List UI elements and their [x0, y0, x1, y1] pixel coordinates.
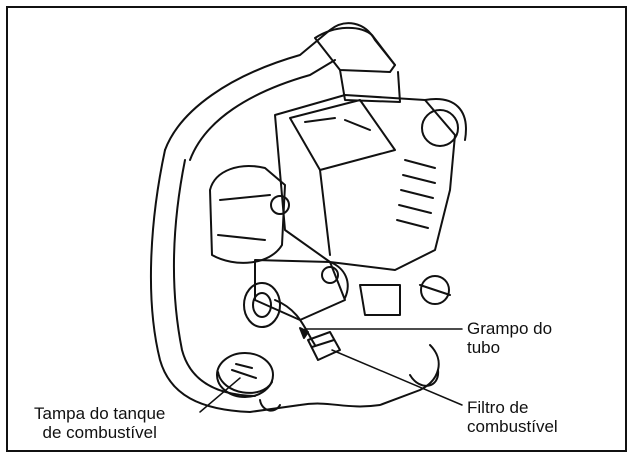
figure-frame: [6, 6, 627, 452]
label-tampa-line1: Tampa do tanque: [34, 404, 166, 423]
label-grampo-do-tubo: Grampo do tubo: [467, 319, 552, 357]
label-tampa-line2: de combustível: [42, 423, 157, 442]
engine-top: [274, 94, 456, 271]
primer-bulb: [243, 282, 281, 328]
handle-outer: [164, 22, 396, 151]
blower-frame-outline: [149, 149, 440, 413]
fuel-filter: [307, 331, 341, 361]
label-filtro-line1: Filtro de: [467, 398, 529, 417]
handle-grip: [314, 26, 396, 73]
fuel-tank-cap: [216, 352, 274, 398]
tube-clamp: [299, 327, 309, 339]
cooling-fins: [396, 159, 436, 229]
blower-frame-inner: [173, 159, 256, 397]
label-grampo-line1: Grampo do: [467, 319, 553, 338]
label-filtro-de-combustivel: Filtro de combustível: [467, 398, 558, 436]
fuel-line: [274, 299, 316, 346]
label-grampo-line2: tubo: [467, 338, 501, 357]
label-tampa-do-tanque: Tampa do tanque de combustível: [34, 404, 165, 442]
label-filtro-line2: combustível: [467, 417, 558, 436]
handle-inner: [189, 59, 336, 161]
air-filter-cover: [209, 165, 286, 264]
leader-filtro: [331, 349, 463, 406]
leader-tampa: [199, 377, 241, 413]
